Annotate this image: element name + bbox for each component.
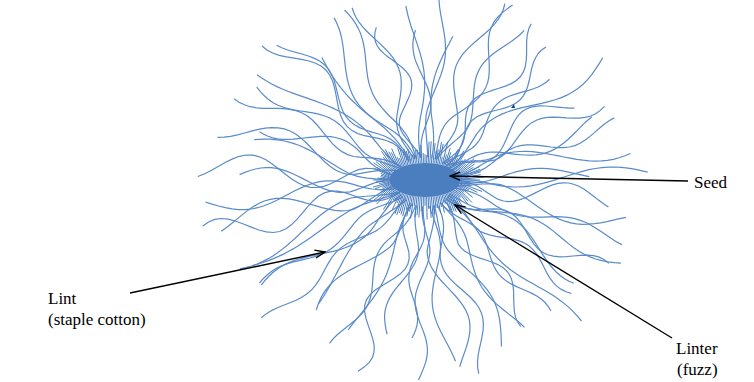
linter-fiber: [376, 181, 389, 182]
linter-fiber: [425, 197, 426, 206]
lint-fibers: [198, 0, 648, 380]
linter-fiber: [373, 182, 389, 187]
linter-fiber: [413, 155, 414, 164]
lint-fiber: [448, 195, 571, 293]
lint-fiber: [452, 184, 626, 225]
linter-fiber: [428, 197, 430, 209]
lint-fiber: [440, 203, 551, 311]
lint-fiber: [240, 192, 400, 269]
lint-fiber: [452, 151, 630, 178]
lint-fiber: [375, 27, 421, 157]
linter-fiber: [415, 197, 417, 218]
lint-fiber: [413, 30, 431, 157]
lint-fiber: [447, 197, 609, 264]
linter-fiber: [426, 197, 428, 220]
leader-line: [455, 205, 672, 338]
linter-label: Linter (fuzz): [676, 338, 718, 380]
linter-fiber: [411, 196, 414, 218]
linter-fiber: [431, 155, 433, 164]
lint-fiber: [446, 106, 574, 166]
lint-fiber: [429, 206, 455, 361]
lint-fiber: [451, 118, 614, 176]
lint-fiber: [448, 106, 605, 168]
lint-fiber: [345, 10, 417, 159]
linter-fiber: [426, 155, 427, 163]
lint-fiber: [415, 207, 430, 380]
lint-fiber: [217, 128, 399, 175]
linter-fiber: [423, 197, 424, 216]
lint-fiber: [261, 199, 405, 318]
lint-fiber: [262, 46, 409, 161]
leader-line: [450, 176, 688, 181]
linter-fiber: [461, 181, 483, 183]
lint-fiber: [448, 58, 603, 169]
lint-fiber: [452, 188, 622, 245]
lint-fiber: [437, 204, 484, 373]
lint-fiber: [435, 4, 505, 159]
linter-fiber: [373, 180, 389, 181]
lint-fiber: [316, 203, 410, 310]
lint-fiber: [261, 195, 401, 286]
seed-label: Seed: [694, 172, 727, 193]
lint-fiber: [450, 117, 592, 172]
linter-fiber: [461, 180, 480, 181]
lint-fiber: [435, 205, 502, 346]
lint-fiber: [257, 75, 402, 169]
lint-fiber: [277, 45, 409, 162]
linter-fiber: [425, 154, 426, 163]
linter-fiber: [423, 153, 424, 163]
linter-fiber: [421, 197, 423, 212]
lint-fiber: [427, 206, 470, 367]
linter-fiber: [419, 152, 421, 163]
lint-fiber: [406, 6, 425, 158]
linter-fiber: [417, 150, 418, 164]
linter-fiber: [428, 142, 430, 163]
linter-fiber: [430, 197, 431, 218]
lint-fiber: [221, 185, 398, 231]
linter-fiber: [435, 196, 436, 208]
lint-label: Lint (staple cotton): [48, 288, 146, 330]
linter-fiber: [436, 196, 438, 208]
linter-fiber: [417, 197, 419, 216]
linter-fiber: [414, 154, 415, 163]
lint-fiber: [409, 207, 425, 339]
fiber-tip: [511, 104, 515, 108]
linter-fiber: [421, 145, 423, 163]
linter-fiber: [433, 197, 435, 215]
linter-fiber: [416, 150, 417, 164]
lint-fiber: [435, 5, 512, 159]
lint-fiber: [203, 191, 400, 232]
seed-shape: [389, 163, 461, 197]
lint-fiber: [257, 87, 402, 169]
linter-fiber: [442, 142, 448, 165]
linter-fiber: [391, 152, 399, 168]
linter-fiber: [408, 149, 411, 165]
linter-fiber: [438, 196, 441, 213]
leader-line: [130, 252, 325, 293]
linter-fiber: [430, 141, 431, 163]
lint-fiber: [426, 0, 446, 158]
linter-fiber: [419, 197, 420, 218]
linter-fiber: [381, 185, 391, 191]
linter-fiber: [431, 197, 433, 215]
lint-fiber: [446, 47, 546, 166]
linter-fuzz: [373, 141, 484, 219]
linter-fiber: [445, 148, 450, 166]
linter-fiber: [414, 196, 415, 206]
